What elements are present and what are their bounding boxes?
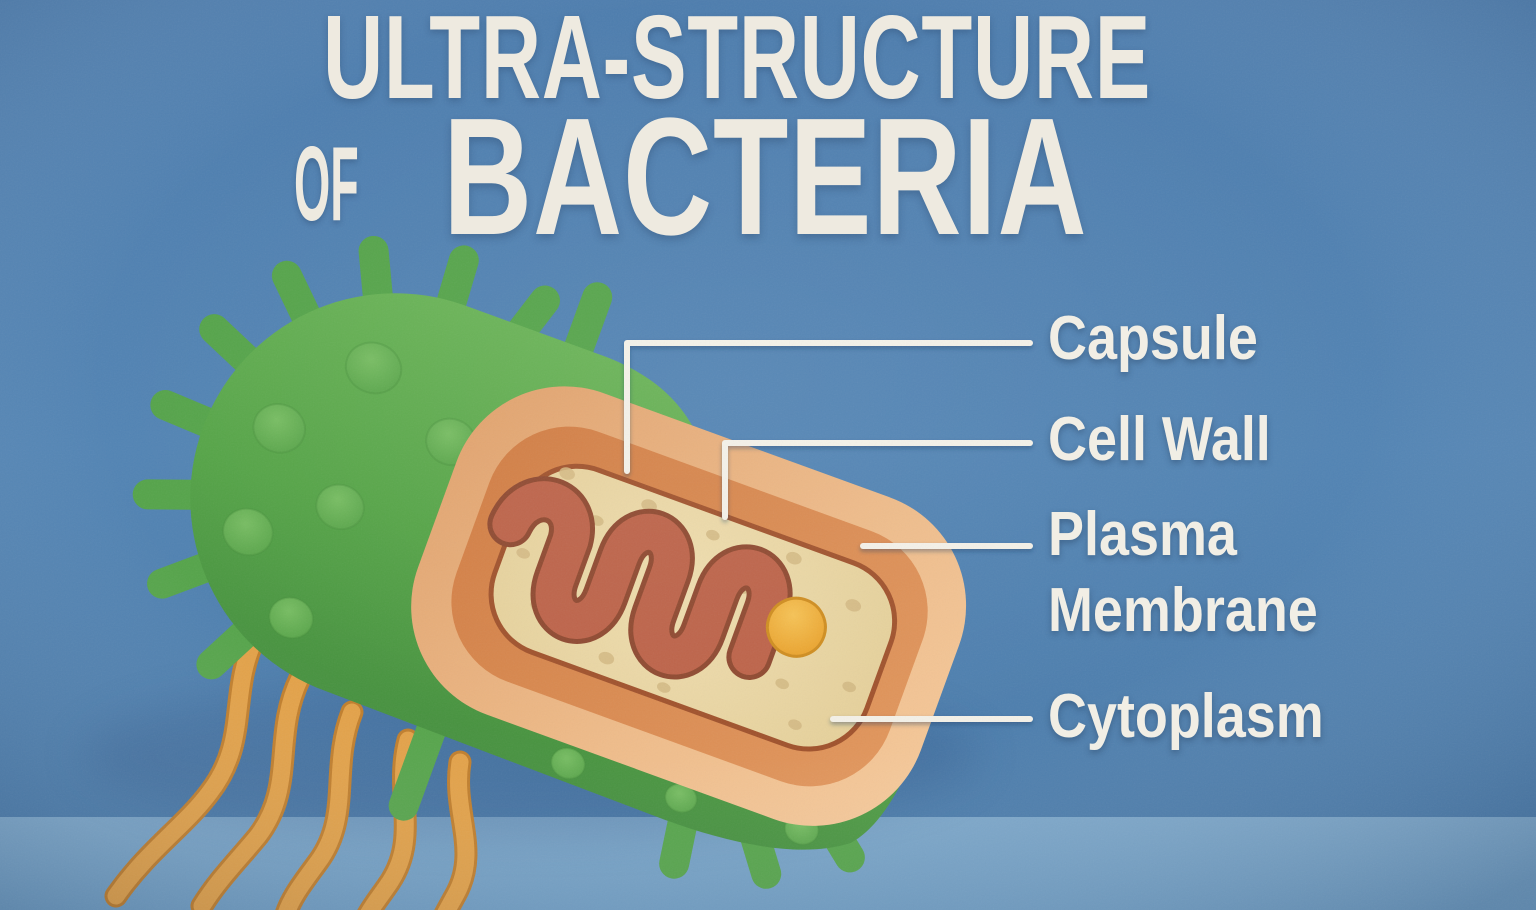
label-capsule: Capsule xyxy=(1048,304,1258,373)
label-plasma-membrane: Plasma Membrane xyxy=(1048,500,1318,645)
title-line1: ULTRA-STRUCTURE xyxy=(323,0,1151,124)
label-cytoplasm: Cytoplasm xyxy=(1048,682,1324,751)
title-line2-prefix: OF xyxy=(294,125,359,243)
title-line2-main: BACTERIA xyxy=(443,84,1088,270)
label-cell-wall: Cell Wall xyxy=(1048,405,1271,474)
